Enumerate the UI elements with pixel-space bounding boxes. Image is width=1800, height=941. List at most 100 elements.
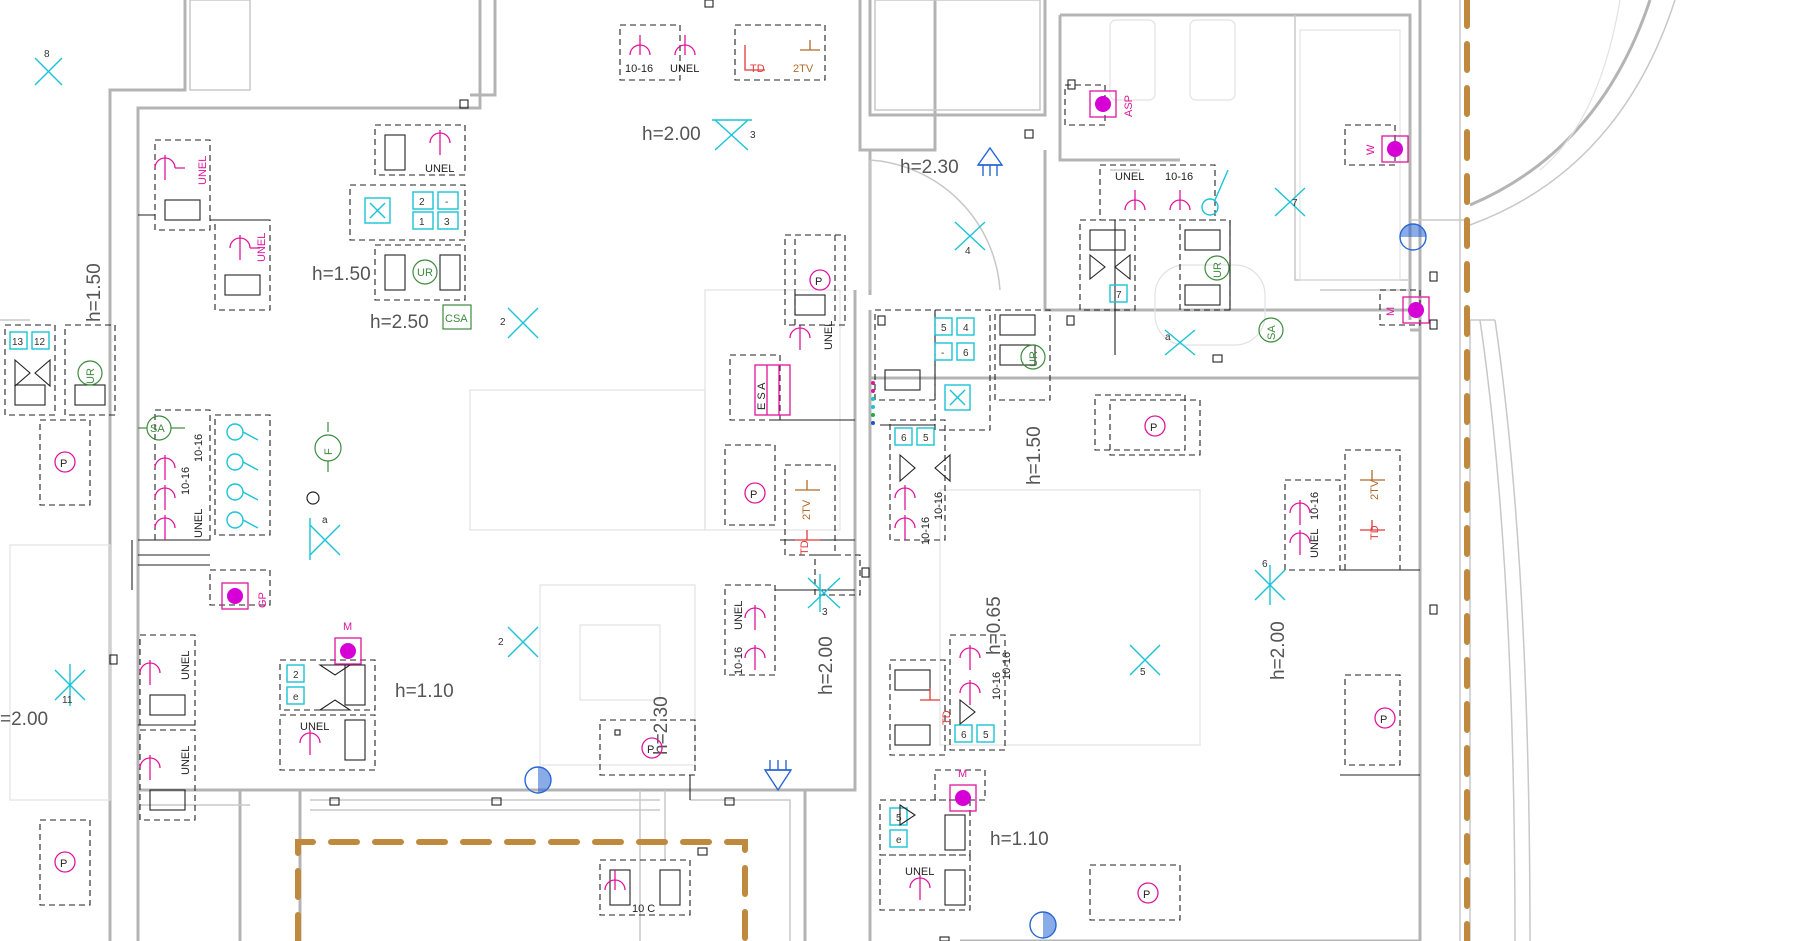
height-label: h=1.50 [312,264,371,285]
height-label: =2.00 [0,709,48,730]
outlet-icon [674,35,696,56]
svg-text:6: 6 [961,730,967,741]
svg-text:CSA: CSA [445,313,468,325]
light-point-icon [507,626,539,658]
svg-text:2: 2 [419,197,425,208]
svg-text:5: 5 [923,433,929,444]
point-number: 5 [1140,667,1146,678]
svg-text:M: M [1385,307,1397,316]
svg-text:5: 5 [983,730,989,741]
outlet-icon [789,325,811,350]
height-label: h=2.50 [370,312,429,333]
svg-text:UNEL: UNEL [733,601,745,630]
height-label: h=2.00 [1268,621,1289,680]
light-point-icon [1164,329,1196,356]
outlet-icon [154,485,176,510]
height-label: h=2.30 [651,696,672,755]
outlet-icon [229,235,260,260]
svg-text:10-16: 10-16 [1001,652,1013,680]
ventilation-icon [976,146,1004,176]
light-point-icon [507,307,539,339]
svg-text:-: - [941,348,944,359]
svg-text:UNEL: UNEL [180,746,192,775]
height-label: h=2.30 [900,157,959,178]
outlet-icon [744,605,766,630]
motor-points: M M GP ASP W M [221,90,1430,812]
outlets: UNEL UNEL UNEL 10-16 UNEL 10-16 10-16 UN… [139,35,1321,915]
point-number: 6 [1262,559,1268,570]
zone-boundaries [295,0,1470,941]
point-number: 2 [500,317,506,328]
svg-text:ASP: ASP [1123,95,1135,117]
outlet-icon [894,515,916,540]
svg-text:10-16: 10-16 [933,492,945,520]
markers [109,0,1438,941]
svg-text:e: e [896,835,902,846]
svg-text:F: F [323,448,335,455]
svg-text:UNEL: UNEL [1115,171,1144,183]
ur-points: UR UR UR UR SA SA F CSA [77,255,1284,505]
outlet-icon [429,130,451,155]
svg-text:UR: UR [1028,351,1040,367]
svg-text:TD: TD [1369,525,1381,540]
svg-text:UNEL: UNEL [300,721,329,733]
svg-text:13: 13 [12,337,24,348]
ceiling-points: P P P P P P P P [54,234,1396,904]
svg-text:-: - [445,197,448,208]
light-points: 8 3 4 2 a 2 3 11 5 6 7 a [34,49,1306,706]
svg-text:10-16: 10-16 [180,467,192,495]
outlet-icon [604,870,626,891]
height-label: h=1.50 [84,263,105,322]
radiator-icon [1399,223,1427,251]
svg-text:GP: GP [257,592,269,608]
point-label: a [1165,332,1171,343]
outlet-icon [139,755,161,780]
svg-text:E S A: E S A [756,382,768,410]
svg-text:10-16: 10-16 [920,517,932,545]
svg-text:P: P [1380,714,1387,726]
svg-text:2TV: 2TV [801,499,813,520]
svg-text:5: 5 [941,323,947,334]
svg-text:P: P [750,489,757,501]
svg-text:6: 6 [963,348,969,359]
height-labels: h=2.00 h=2.30 h=1.50 h=2.50 h=1.10 h=1.1… [0,124,1289,850]
point-number: 11 [62,695,73,706]
svg-text:UR: UR [1212,262,1224,278]
light-point-icon [34,57,63,86]
svg-text:10-16: 10-16 [1309,492,1321,520]
outlet-icon [1289,500,1311,525]
outlet-icon [894,485,916,510]
outlet-icon [1124,190,1146,211]
outlet-icon [154,155,185,180]
esa-panel: E S A [754,364,791,416]
svg-text:3: 3 [444,217,450,228]
svg-text:2: 2 [293,670,299,681]
height-label: h=0.65 [984,596,1005,655]
outlet-icon [1169,190,1191,211]
svg-text:SA: SA [150,423,165,435]
svg-text:UNEL: UNEL [180,651,192,680]
outlet-icon [154,515,176,540]
indicator-dots [871,381,875,425]
outlet-icon [154,455,176,480]
valve-icons [14,253,1131,827]
svg-text:P: P [815,276,822,288]
svg-text:10-16: 10-16 [991,672,1003,700]
svg-text:P: P [1143,889,1150,901]
svg-text:7: 7 [1116,290,1122,301]
height-label: h=2.00 [642,124,701,145]
radiator-icon [1029,911,1057,939]
equipment-boxes [4,24,1421,921]
outlet-icon [1289,530,1311,555]
point-number: 7 [1292,198,1298,209]
svg-text:UNEL: UNEL [425,163,454,175]
point-number: 8 [44,49,50,60]
height-label: h=1.50 [1024,426,1045,485]
point-number: 3 [750,130,756,141]
outlet-icon [299,730,321,755]
appliance-rects [14,134,1221,906]
svg-text:10-16: 10-16 [625,63,653,75]
svg-text:W: W [1365,144,1377,155]
svg-text:UNEL: UNEL [670,63,699,75]
